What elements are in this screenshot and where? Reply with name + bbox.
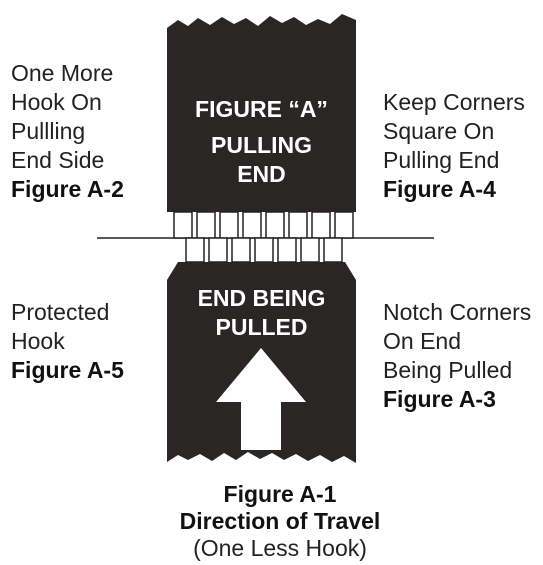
label-line: Being Pulled: [383, 357, 513, 383]
label-line: Protected: [11, 299, 110, 325]
caption-title: Direction of Travel: [179, 508, 381, 534]
label-line: Hook On: [11, 89, 102, 115]
end-being-pulled-line2: PULLED: [215, 314, 308, 340]
label-line: Square On: [383, 118, 495, 144]
hook: [323, 237, 343, 263]
hook: [311, 211, 331, 239]
hook: [300, 237, 320, 263]
figure-reference: Figure A-2: [11, 176, 124, 202]
hook: [231, 237, 251, 263]
label-line: End Side: [11, 147, 105, 173]
label-figure-a5: Protected Hook Figure A-5: [11, 298, 124, 385]
label-line: Hook: [11, 328, 65, 354]
hook: [242, 211, 262, 239]
pulled-end-hooks: [185, 237, 343, 263]
label-line: One More: [11, 60, 114, 86]
label-figure-a3: Notch Corners On End Being Pulled Figure…: [383, 298, 531, 414]
hook: [219, 211, 239, 239]
label-line: Notch Corners: [383, 299, 532, 325]
pulling-end-belt: [167, 14, 356, 212]
caption-note: (One Less Hook): [193, 535, 367, 561]
end-being-pulled-line1: END BEING: [197, 285, 326, 311]
label-figure-a2: One More Hook On Pullling End Side Figur…: [11, 59, 124, 204]
hook: [173, 211, 193, 239]
label-line: Keep Corners: [383, 89, 525, 115]
figure-caption: Figure A-1 Direction of Travel (One Less…: [170, 481, 390, 562]
caption-figure: Figure A-1: [223, 481, 337, 507]
up-arrow-icon: [216, 348, 306, 450]
hook: [288, 211, 308, 239]
pulling-end-label: PULLING END: [167, 131, 356, 189]
hook: [208, 237, 228, 263]
figure-reference: Figure A-3: [383, 386, 496, 412]
pulling-end-label-line2: END: [237, 161, 286, 187]
pulling-end-label-line1: PULLING: [211, 132, 312, 158]
hook: [196, 211, 216, 239]
hook: [185, 237, 205, 263]
end-being-pulled-label: END BEING PULLED: [167, 284, 356, 342]
pulling-end-hooks: [173, 211, 354, 239]
hook: [254, 237, 274, 263]
pulling-end-title: FIGURE “A”: [195, 96, 328, 122]
label-line: Pulling End: [383, 147, 500, 173]
figure-reference: Figure A-5: [11, 357, 124, 383]
label-line: Pullling: [11, 118, 86, 144]
hook: [277, 237, 297, 263]
label-figure-a4: Keep Corners Square On Pulling End Figur…: [383, 88, 525, 204]
figure-reference: Figure A-4: [383, 176, 496, 202]
label-line: On End: [383, 328, 461, 354]
hook: [265, 211, 285, 239]
hook: [334, 211, 354, 239]
